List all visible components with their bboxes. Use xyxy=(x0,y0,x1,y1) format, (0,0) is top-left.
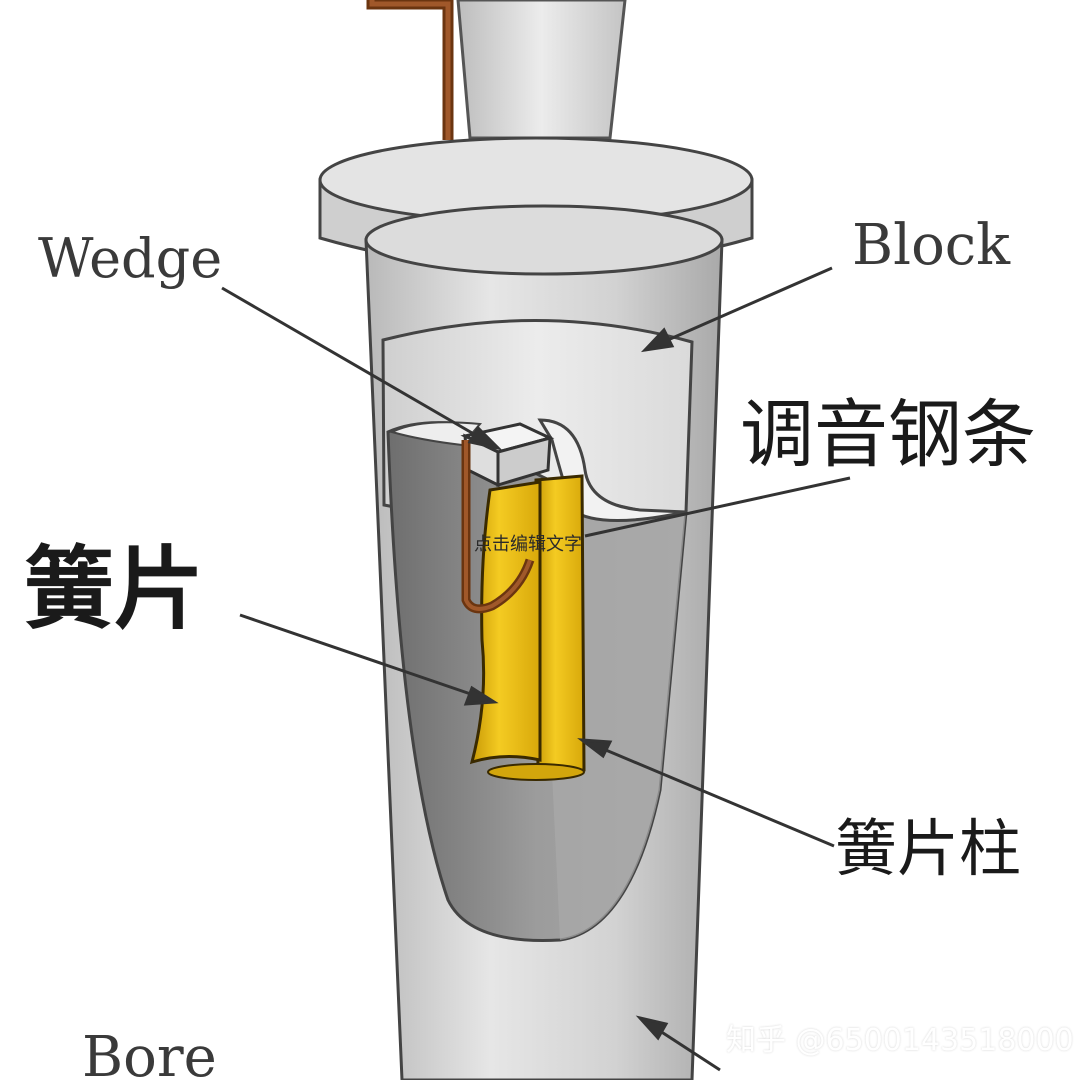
tuning-wire-bend xyxy=(461,440,535,614)
body-top-rim xyxy=(364,204,724,276)
tuning-wire-top xyxy=(366,0,454,140)
leader-block-arrow xyxy=(640,327,675,353)
label-block: Block xyxy=(852,213,1011,278)
leader-tuning xyxy=(584,476,851,538)
label-tuning-wire: 调音钢条 xyxy=(740,392,1036,478)
reed-tongue xyxy=(469,480,542,765)
leader-reed xyxy=(239,613,495,704)
leader-bore-arrow xyxy=(635,1015,669,1041)
leader-reed-post xyxy=(581,738,835,848)
leader-block xyxy=(644,266,833,352)
leader-lines xyxy=(221,266,851,1072)
cavity-opening xyxy=(389,421,483,447)
label-reed: 簧片 xyxy=(24,537,204,642)
label-bore: Bore xyxy=(82,1025,217,1080)
watermark: 知乎 @6500143518000 xyxy=(726,1023,1074,1058)
edit-text-hint[interactable]: 点击编辑文字 xyxy=(474,534,582,555)
reed-post xyxy=(487,474,586,781)
boot-cone xyxy=(456,0,627,140)
leader-wedge xyxy=(221,286,499,450)
erased-patch xyxy=(708,730,968,780)
leader-wedge-arrow xyxy=(467,425,503,451)
label-reed-post: 簧片柱 xyxy=(835,812,1022,885)
label-wedge: Wedge xyxy=(38,227,223,290)
erased-patch xyxy=(0,550,24,620)
leader-reed-post-arrow xyxy=(577,738,613,759)
leader-reed-arrow xyxy=(463,685,499,706)
